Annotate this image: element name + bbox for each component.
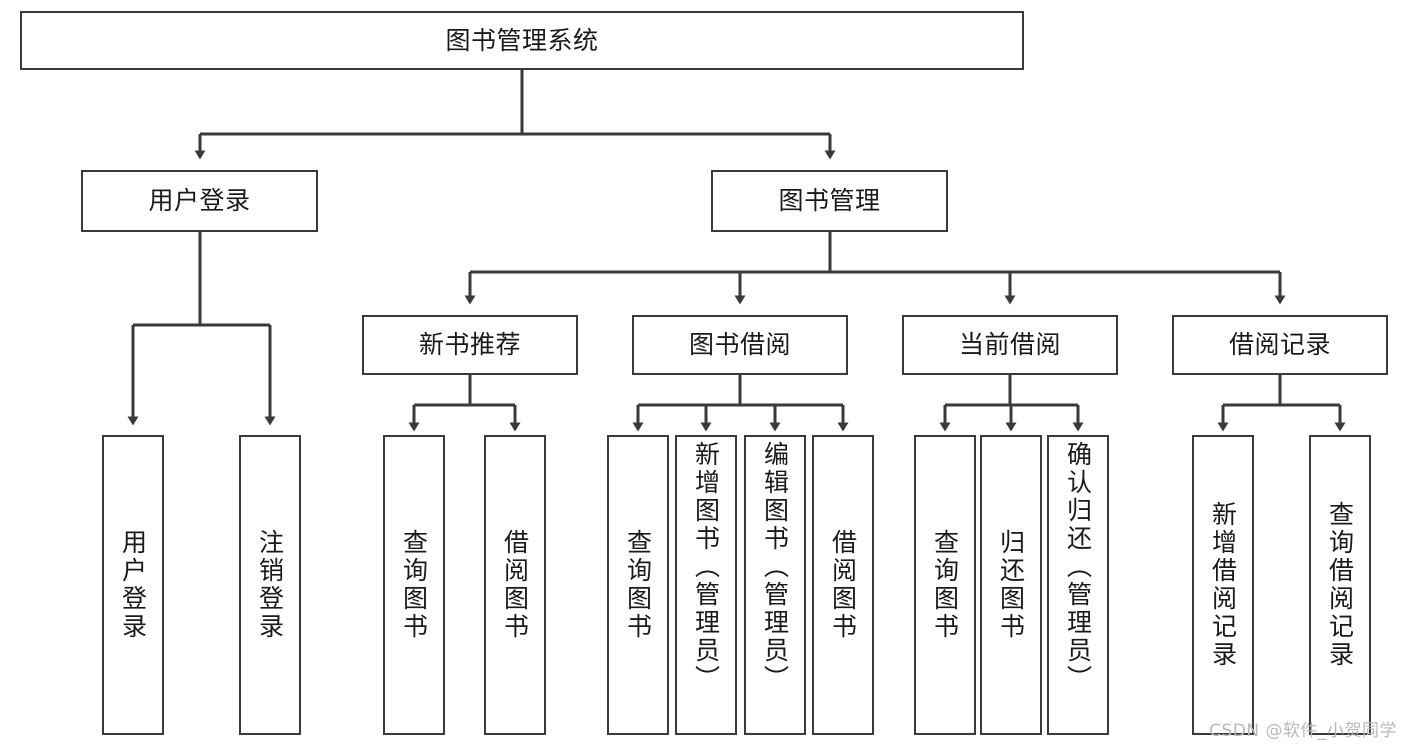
leaf-logout-login[interactable]: 注销登录 bbox=[239, 435, 301, 735]
node-label: 新书推荐 bbox=[418, 330, 521, 359]
node-user-login[interactable]: 用户登录 bbox=[81, 170, 318, 232]
node-new-book-recommend[interactable]: 新书推荐 bbox=[362, 315, 578, 375]
node-label: 用户登录 bbox=[118, 529, 148, 641]
leaf-edit-book-admin[interactable]: 编辑图书（管理员） bbox=[744, 435, 806, 735]
node-borrow-record[interactable]: 借阅记录 bbox=[1172, 315, 1388, 375]
leaf-add-book-admin[interactable]: 新增图书（管理员） bbox=[675, 435, 737, 735]
leaf-borrow-book-recommend[interactable]: 借阅图书 bbox=[484, 435, 546, 735]
leaf-confirm-return-admin[interactable]: 确认归还（管理员） bbox=[1047, 435, 1109, 735]
leaf-add-borrow-record[interactable]: 新增借阅记录 bbox=[1192, 435, 1254, 735]
node-label: 借阅图书 bbox=[828, 529, 858, 641]
leaf-query-book-borrow[interactable]: 查询图书 bbox=[607, 435, 669, 735]
node-label: 新增图书（管理员） bbox=[691, 441, 721, 693]
node-book-management[interactable]: 图书管理 bbox=[711, 170, 948, 232]
leaf-borrow-book-borrow[interactable]: 借阅图书 bbox=[812, 435, 874, 735]
node-label: 图书管理系统 bbox=[445, 25, 599, 55]
leaf-return-book[interactable]: 归还图书 bbox=[980, 435, 1042, 735]
leaf-query-borrow-record[interactable]: 查询借阅记录 bbox=[1309, 435, 1371, 735]
node-label: 图书借阅 bbox=[688, 330, 791, 359]
leaf-query-book-recommend[interactable]: 查询图书 bbox=[383, 435, 445, 735]
node-label: 新增借阅记录 bbox=[1208, 501, 1238, 669]
leaf-query-book-current[interactable]: 查询图书 bbox=[914, 435, 976, 735]
node-label: 查询图书 bbox=[399, 529, 429, 641]
node-label: 查询图书 bbox=[930, 529, 960, 641]
node-label: 归还图书 bbox=[996, 529, 1026, 641]
node-label: 注销登录 bbox=[255, 529, 285, 641]
node-label: 借阅记录 bbox=[1228, 330, 1331, 359]
node-label: 编辑图书（管理员） bbox=[760, 441, 790, 693]
node-book-borrow[interactable]: 图书借阅 bbox=[632, 315, 848, 375]
node-current-borrow[interactable]: 当前借阅 bbox=[902, 315, 1118, 375]
leaf-user-login[interactable]: 用户登录 bbox=[102, 435, 164, 735]
node-label: 当前借阅 bbox=[958, 330, 1061, 359]
node-label: 查询借阅记录 bbox=[1325, 501, 1355, 669]
node-label: 用户登录 bbox=[148, 186, 251, 215]
node-label: 图书管理 bbox=[778, 186, 881, 215]
csdn-watermark: CSDN @软件_小贺同学 bbox=[1209, 721, 1397, 741]
node-label: 查询图书 bbox=[623, 529, 653, 641]
node-root-book-management-system[interactable]: 图书管理系统 bbox=[20, 11, 1024, 70]
node-label: 确认归还（管理员） bbox=[1063, 441, 1093, 693]
node-label: 借阅图书 bbox=[500, 529, 530, 641]
